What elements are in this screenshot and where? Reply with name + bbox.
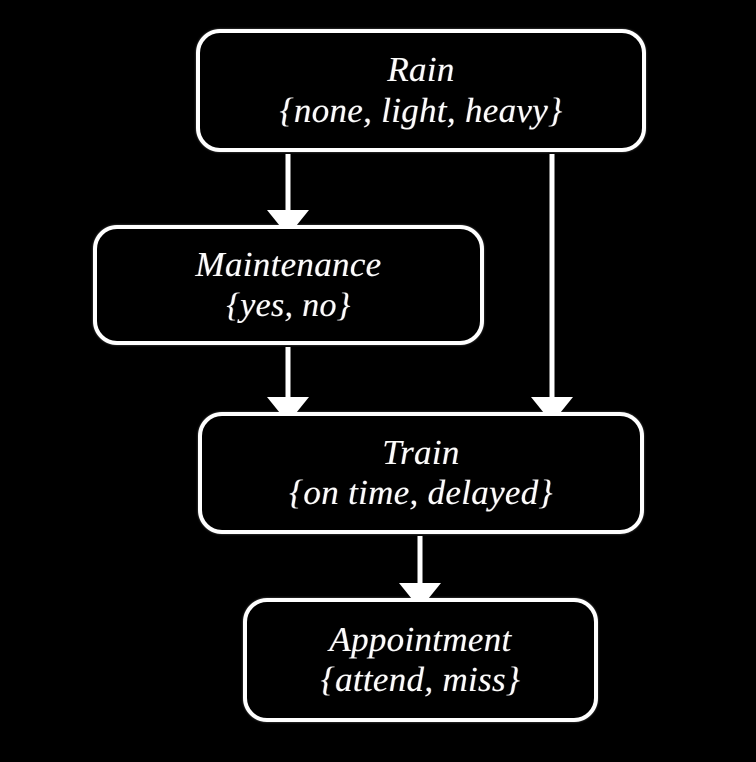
node-maintenance-states: {yes, no} [226,286,351,324]
node-rain-label: Rain [387,50,455,89]
node-appointment-label: Appointment [329,619,512,659]
node-train-label: Train [382,432,460,472]
node-appointment-states: {attend, miss} [320,660,521,699]
node-appointment[interactable]: Appointment {attend, miss} [243,598,598,722]
node-rain-states: {none, light, heavy} [279,90,563,130]
node-rain[interactable]: Rain {none, light, heavy} [196,29,646,152]
node-train-states: {on time, delayed} [289,473,553,512]
node-maintenance-label: Maintenance [195,245,382,285]
node-maintenance[interactable]: Maintenance {yes, no} [93,225,484,345]
node-train[interactable]: Train {on time, delayed} [198,412,644,534]
